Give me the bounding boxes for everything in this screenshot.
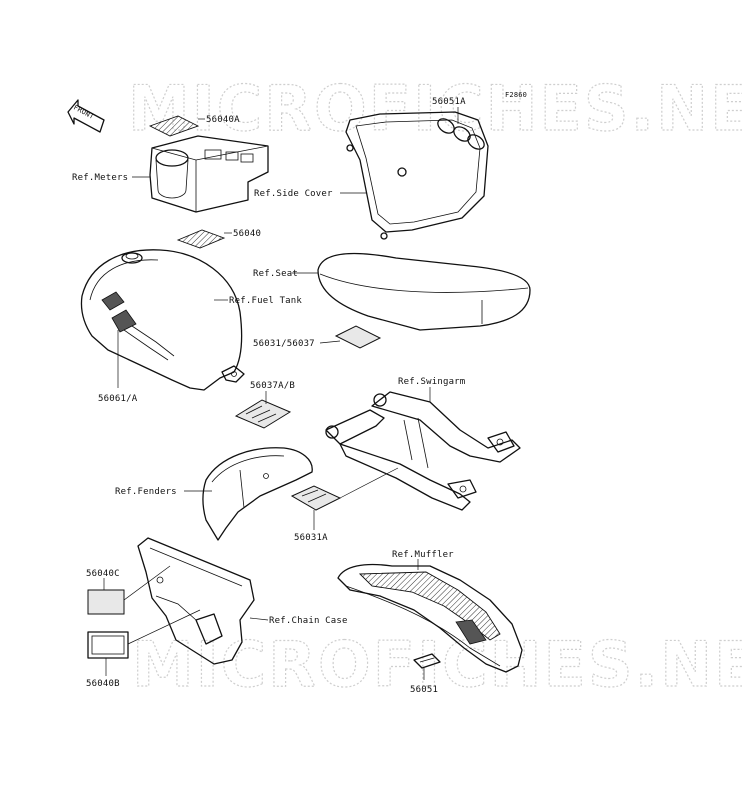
sticker-56040a	[148, 115, 200, 137]
part-56040c: 56040C	[86, 569, 120, 579]
sticker-56037ab	[234, 399, 292, 429]
sticker-56040c	[87, 589, 125, 615]
ref-seat: Ref.Seat	[253, 269, 298, 279]
emblem-56051	[413, 653, 441, 669]
sticker-56040b	[87, 631, 129, 659]
ref-chain-case: Ref.Chain Case	[269, 616, 348, 626]
ref-fenders: Ref.Fenders	[115, 487, 177, 497]
part-56040: 56040	[233, 229, 261, 239]
part-56040a: 56040A	[206, 115, 240, 125]
ref-swingarm: Ref.Swingarm	[398, 377, 465, 387]
figure-code: F2860	[505, 91, 527, 99]
front-arrow-icon: FRONT	[67, 99, 105, 133]
sticker-56031a	[290, 485, 342, 511]
sticker-56040	[176, 229, 226, 249]
ref-muffler: Ref.Muffler	[392, 550, 454, 560]
watermark-top: MICROFICHES.NET	[128, 72, 742, 145]
ref-meters: Ref.Meters	[72, 173, 128, 183]
side-cover-drawing	[345, 111, 489, 240]
fender-drawing	[202, 447, 313, 541]
sticker-56031-56037	[334, 325, 382, 349]
fuel-tank-drawing	[80, 249, 245, 391]
ref-side-cover: Ref.Side Cover	[254, 189, 333, 199]
part-56051: 56051	[410, 685, 438, 695]
seat-drawing	[317, 252, 531, 331]
swingarm-drawing	[325, 391, 521, 511]
part-56031a: 56031A	[294, 533, 328, 543]
part-56051a: 56051A	[432, 97, 466, 107]
watermark-bottom: MICROFICHES.NET	[132, 628, 742, 701]
emblem-56051a	[437, 118, 485, 150]
part-56061a: 56061/A	[98, 394, 138, 404]
part-56031-56037: 56031/56037	[253, 339, 315, 349]
muffler-drawing	[337, 563, 523, 673]
part-56037ab: 56037A/B	[250, 381, 295, 391]
meters-drawing	[149, 135, 269, 213]
part-56040b: 56040B	[86, 679, 120, 689]
ref-fuel-tank: Ref.Fuel Tank	[229, 296, 302, 306]
